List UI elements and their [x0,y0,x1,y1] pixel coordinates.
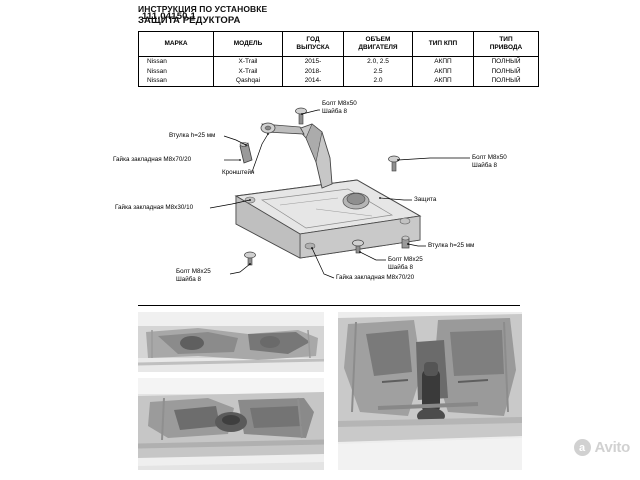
callout-line: Гайка закладная М8х30/10 [115,204,194,211]
callout-bolt-m8x50-top: Болт М8х50 Шайба 8 [322,100,357,116]
assembly-drawing [209,107,470,279]
cell-engine: 2.5 [343,66,413,76]
cell-drive: ПОЛНЫЙ [473,76,539,87]
table-row: Nissan X-Trail 2018- 2.5 АКПП ПОЛНЫЙ [138,66,539,76]
callout-line: Болт М8х50 [472,154,507,161]
callout-line: Шайба 8 [176,276,202,284]
callout-zashchita: Защита [414,196,436,204]
callout-gayka-m8x70-20-left: Гайка закладная М8х70/20 [113,156,191,164]
document-subtitle: ЗАЩИТА РЕДУКТОРА [138,15,241,26]
callout-line: Болт М8х50 [322,100,357,107]
callout-line: Гайка закладная М8х70/20 [336,274,415,281]
callout-line: Болт М8х25 [176,268,211,275]
leader-lines [209,109,470,279]
document-header: ИНСТРУКЦИЯ ПО УСТАНОВКЕ ЗАЩИТА РЕДУКТОРА [138,4,518,27]
cell-model: X-Trail [213,66,283,76]
cell-year: 2015- [282,56,344,67]
cell-engine: 2.0, 2.5 [343,56,413,67]
table-row: Nissan X-Trail 2015- 2.0, 2.5 АКПП ПОЛНЫ… [138,56,539,67]
callout-line: Шайба 8 [472,162,498,170]
bolt-bottom-right-shape [352,239,364,254]
leader-dots [239,113,409,265]
callout-line: Шайба 8 [388,264,414,272]
photo-underbody-left-top [138,312,324,372]
column-header-transmission: ТИП КПП [412,31,474,57]
cell-brand: Nissan [138,56,214,67]
callout-line: Гайка закладная М8х70/20 [113,156,192,163]
cell-drive: ПОЛНЫЙ [473,56,539,67]
document-code: 111.04150.1 [142,11,196,22]
section-divider [138,305,520,306]
installation-photos [138,312,522,470]
cell-brand: Nissan [138,66,214,76]
callout-vtulka-right: Втулка h=25 мм [428,242,474,250]
exploded-assembly-diagram: Болт М8х50 Шайба 8 Втулка h=25 мм Гайка … [0,88,640,300]
callout-line: Болт М8х25 [388,256,423,263]
cell-engine: 2.0 [343,76,413,87]
column-header-brand: МАРКА [138,31,214,57]
cell-drive: ПОЛНЫЙ [473,66,539,76]
callout-line: Втулка h=25 мм [169,132,216,139]
callout-line: Втулка h=25 мм [428,242,475,249]
document-title: ИНСТРУКЦИЯ ПО УСТАНОВКЕ [138,4,268,14]
skid-plate-shape [234,179,422,259]
photo-underbody-right [338,312,522,470]
callout-bolt-m8x25-right: Болт М8х25 Шайба 8 [388,256,423,272]
photo-underbody-left-bottom [138,378,324,470]
callout-line: Защита [414,196,437,203]
callout-bolt-m8x50-right: Болт М8х50 Шайба 8 [472,154,507,170]
bolt-top-shape [295,107,307,125]
bolt-right-shape [388,155,400,172]
avito-watermark: a Avito [573,439,631,456]
cell-model: X-Trail [213,56,283,67]
cell-model: Qashqai [213,76,283,87]
cell-year: 2014- [282,76,344,87]
avito-watermark-text: Avito [594,439,631,456]
callout-gayka-m8x70-20-bottom: Гайка закладная М8х70/20 [336,274,414,282]
cell-transmission: АКПП [412,76,474,87]
callout-line: Шайба 8 [322,108,348,116]
bolt-bottom-left-shape [244,251,256,266]
column-header-model: МОДЕЛЬ [213,31,283,57]
cell-transmission: АКПП [412,56,474,67]
callout-vtulka-top: Втулка h=25 мм [169,132,215,140]
callout-gayka-m8x30-10: Гайка закладная М8х30/10 [115,204,193,212]
callout-bolt-m8x25-left: Болт М8х25 Шайба 8 [176,268,211,284]
cell-year: 2018- [282,66,344,76]
sleeve-right-shape [401,235,410,249]
cell-brand: Nissan [138,76,214,87]
bracket-shape [260,122,333,189]
callout-kronshteyn: Кронштейн [222,169,255,177]
avito-logo-icon: a [573,439,591,456]
table-row: Nissan Qashqai 2014- 2.0 АКПП ПОЛНЫЙ [138,76,539,87]
cell-transmission: АКПП [412,66,474,76]
callout-line: Кронштейн [222,169,255,176]
